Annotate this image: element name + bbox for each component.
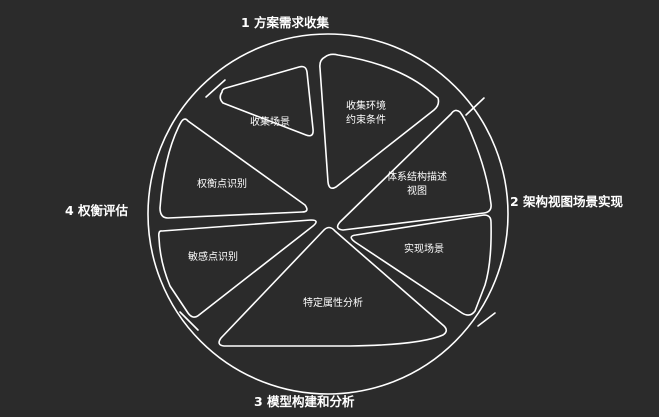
divider-top-left — [205, 79, 226, 98]
segment-label-sensitivity-points: 敏感点识别 — [188, 250, 238, 263]
segment-realize-scenarios — [350, 214, 492, 316]
divider-bottom-left — [179, 311, 199, 331]
segment-collect-scenarios — [219, 65, 314, 137]
segment-label-collect-scenarios: 收集场景 — [250, 115, 290, 128]
segment-tradeoff-points — [159, 118, 308, 219]
segment-label-quality-analysis: 特定属性分析 — [303, 296, 363, 309]
segment-sensitivity-points — [158, 219, 317, 318]
segment-label-collect-constraints-line2: 约束条件 — [346, 113, 386, 126]
stage-label-architecture-views: 2 架构视图场景实现 — [510, 194, 624, 209]
stage-label-model-analysis: 3 模型构建和分析 — [254, 394, 355, 409]
segment-label-architecture-views-line1: 体系结构描述 — [387, 170, 447, 183]
segment-label-architecture-views-line2: 视图 — [407, 184, 427, 197]
stage-label-tradeoff-evaluation: 4 权衡评估 — [65, 203, 129, 218]
divider-bottom-right — [477, 312, 496, 327]
stage-label-requirements: 1 方案需求收集 — [241, 15, 330, 30]
segment-quality-analysis — [218, 226, 448, 347]
segment-label-realize-scenarios: 实现场景 — [404, 242, 444, 255]
segment-label-collect-constraints-line1: 收集环境 — [346, 99, 386, 112]
segment-architecture-views — [336, 109, 492, 231]
divider-top-right — [465, 97, 485, 116]
segment-collect-constraints — [319, 53, 440, 189]
segment-label-tradeoff-points: 权衡点识别 — [197, 177, 247, 190]
outer-circle — [147, 33, 509, 395]
